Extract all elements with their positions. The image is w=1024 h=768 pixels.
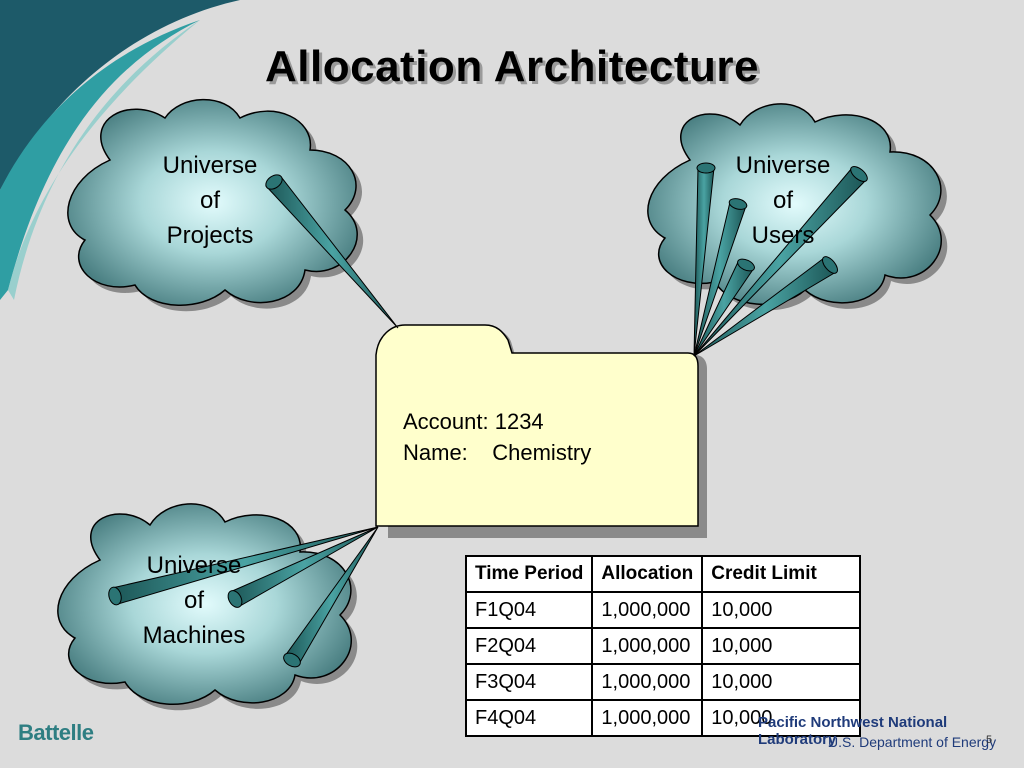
table-row: F1Q04 1,000,000 10,000: [464, 591, 862, 629]
cell-period: F2Q04: [464, 627, 594, 665]
cloud-machines-line-1: Universe: [146, 552, 242, 579]
connector-users: [693, 162, 868, 357]
cell-credit: 10,000: [701, 627, 862, 665]
cell-allocation: 1,000,000: [591, 627, 704, 665]
header-allocation: Allocation: [591, 555, 704, 593]
allocation-table: Time Period Allocation Credit Limit F1Q0…: [464, 555, 862, 737]
doe-label: U.S. Department of Energy: [828, 734, 997, 750]
table-header-row: Time Period Allocation Credit Limit: [464, 555, 862, 593]
cell-credit: 10,000: [701, 699, 862, 737]
cloud-machines-line-2: of: [183, 587, 204, 614]
cloud-users-line-2: of: [772, 187, 793, 214]
cloud-users-line-3: Users: [751, 222, 815, 249]
connector-projects: [265, 174, 399, 329]
name-line: Name: Chemistry: [403, 440, 592, 465]
cloud-users-line-1: Universe: [735, 152, 831, 179]
slide-title: Allocation Architecture: [265, 42, 759, 91]
cell-allocation: 1,000,000: [591, 591, 704, 629]
lab-name: Pacific Northwest National Laboratory: [758, 714, 948, 748]
page-number: 5: [986, 734, 993, 746]
connector-machines: [108, 526, 379, 668]
cloud-projects-label: Universe of Projects: [140, 148, 280, 253]
header-time-period: Time Period: [464, 555, 594, 593]
cloud-users-label: Universe of Users: [713, 148, 853, 253]
cloud-machines-line-3: Machines: [142, 622, 246, 649]
cell-allocation: 1,000,000: [591, 699, 704, 737]
cell-period: F3Q04: [464, 663, 594, 701]
account-line: Account: 1234: [403, 409, 544, 434]
battelle-logo: Battelle: [18, 720, 94, 745]
cell-allocation: 1,000,000: [591, 663, 704, 701]
table-row: F3Q04 1,000,000 10,000: [464, 663, 862, 701]
cloud-projects-line-3: Projects: [166, 222, 254, 249]
cloud-projects-line-1: Universe: [162, 152, 258, 179]
table-row: F4Q04 1,000,000 10,000: [464, 699, 862, 737]
folder-text: Account: 1234 Name: Chemistry: [403, 406, 591, 468]
corner-swoosh: [0, 0, 240, 300]
account-folder: [375, 324, 707, 538]
cell-period: F1Q04: [464, 591, 594, 629]
cloud-projects-shape: [67, 98, 358, 306]
table-row: F2Q04 1,000,000 10,000: [464, 627, 862, 665]
cell-credit: 10,000: [701, 663, 862, 701]
cell-credit: 10,000: [701, 591, 862, 629]
cell-period: F4Q04: [464, 699, 594, 737]
cloud-projects-line-2: of: [199, 187, 220, 214]
header-credit-limit: Credit Limit: [701, 555, 862, 593]
cloud-machines-label: Universe of Machines: [119, 548, 269, 653]
